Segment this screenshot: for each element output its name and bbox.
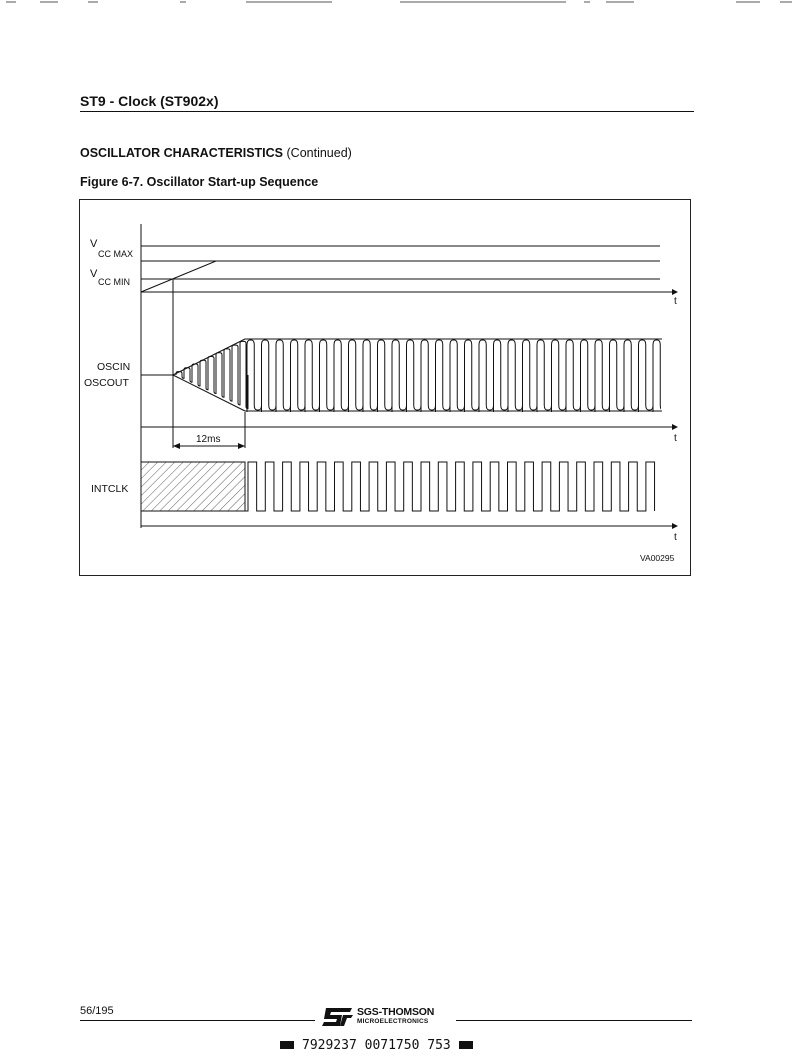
time-axis-3-arrow — [672, 523, 678, 529]
print-mark-left — [280, 1040, 294, 1049]
print-mark-right — [458, 1040, 473, 1049]
logo-company-name: SGS-THOMSON — [357, 1006, 435, 1018]
oscillator-wave-trace — [175, 339, 661, 412]
time-axis-2-label: t — [674, 433, 677, 444]
delay-arrow-left — [173, 443, 180, 449]
intclk-label: INTCLK — [91, 483, 128, 495]
print-code-part-1: 7929237 — [302, 1038, 357, 1053]
delay-label: 12ms — [196, 434, 220, 445]
vcc-max-label-v: V — [90, 238, 98, 250]
time-axis-1-arrow — [672, 289, 678, 295]
footer-rule-right — [456, 1020, 692, 1021]
vcc-min-label-sub: CC MIN — [98, 277, 130, 287]
print-code-part-3: 753 — [427, 1038, 451, 1053]
print-code: 7929237 0071750 753 — [272, 1038, 522, 1056]
company-logo: SGS-THOMSON MICROELECTRONICS — [320, 1006, 450, 1030]
figure-reference: VA00295 — [640, 553, 675, 563]
startup-timing-diagram: V CC MAX V CC MIN OSCIN OSCOUT INTCLK t … — [84, 224, 678, 563]
st-logo-icon — [322, 1008, 353, 1026]
page-title: ST9 - Clock (ST902x) — [80, 93, 219, 109]
page-number: 56/195 — [80, 1005, 114, 1017]
time-axis-3-label: t — [674, 532, 677, 543]
header-rule — [80, 111, 694, 112]
print-code-part-2: 0071750 — [364, 1038, 420, 1053]
scan-edge-marks — [6, 1, 792, 3]
delay-arrow-right — [238, 443, 245, 449]
figure-caption: Figure 6-7. Oscillator Start-up Sequence — [80, 175, 319, 189]
footer-rule-left — [80, 1020, 315, 1021]
logo-division: MICROELECTRONICS — [357, 1018, 429, 1025]
vcc-ramp — [140, 260, 660, 293]
time-axis-1-label: t — [674, 296, 677, 307]
vcc-max-label-sub: CC MAX — [98, 249, 133, 259]
section-heading-bold: OSCILLATOR CHARACTERISTICS — [80, 146, 284, 160]
figure-frame: V CC MAX V CC MIN OSCIN OSCOUT INTCLK t … — [79, 199, 691, 576]
intclk-undefined-region — [140, 461, 246, 512]
oscillator-envelope-lower — [172, 374, 246, 412]
oscillator-waveform — [175, 339, 661, 412]
vcc-min-label-v: V — [90, 268, 98, 280]
section-heading-suffix: (Continued) — [286, 146, 352, 160]
oscin-label: OSCIN — [97, 361, 130, 373]
oscout-label: OSCOUT — [84, 377, 130, 389]
time-axis-2-arrow — [672, 424, 678, 430]
section-heading: OSCILLATOR CHARACTERISTICS (Continued) — [80, 146, 352, 160]
intclk-waveform — [245, 461, 656, 512]
